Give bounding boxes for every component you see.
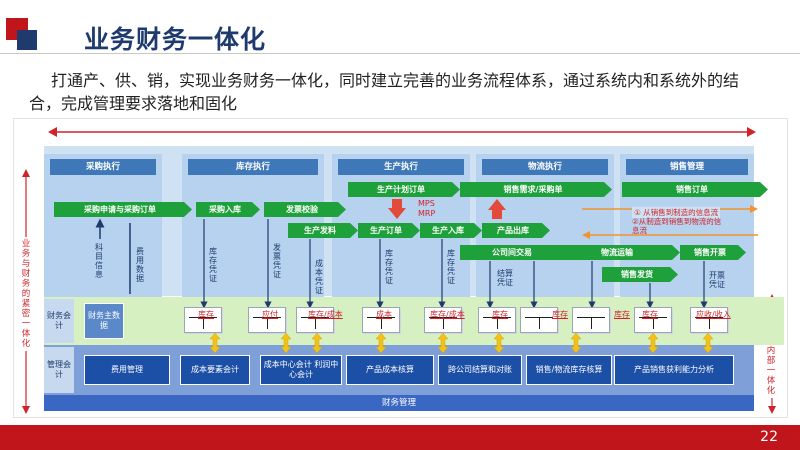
ledger-label: 库存 [614,310,630,319]
note-stock-voucher-2: 库存凭证 [385,249,393,285]
column-bg-sales [620,154,754,314]
row-label-finance-accounting: 财务会计 [44,299,74,343]
note-invoice-voucher: 发票凭证 [273,243,281,279]
note-subject-info: 科目信息 [94,243,104,279]
arrow-down-icon [388,199,406,219]
ledger-label: 库存 [198,310,214,319]
flow-logistics: 物流运输 [560,245,680,260]
info-flow-arrow-left [582,231,758,239]
note-cost-voucher: 成本凭证 [315,259,323,295]
ledger-doc [296,307,334,333]
footer-bar [0,425,800,450]
mps-label: MPS [418,199,435,208]
ledger-doc [478,307,516,333]
column-header-purchase: 采购执行 [50,159,156,175]
flow-production-plan: 生产计划订单 [348,182,460,197]
ledger-doc [572,307,610,333]
row-label-management-accounting: 管理会计 [44,347,74,393]
ledger-doc [248,307,286,333]
ledger-doc [424,307,462,333]
column-header-production: 生产执行 [338,159,464,175]
decor-square-navy [17,30,37,50]
ledger-label: 成本 [376,310,392,319]
mgmt-box-expense: 费用管理 [84,355,170,385]
page-title: 业务财务一体化 [84,25,267,54]
finance-management-bar: 财务管理 [44,395,754,411]
mgmt-box-sales-logistics: 销售/物流库存核算 [526,355,612,385]
flow-purchase-request: 采购申请与采购订单 [54,202,192,217]
column-header-inventory: 库存执行 [188,159,318,175]
left-side-label: 业务与财务的紧密一体化 [15,237,37,351]
mgmt-box-profitability: 产品销售获利能力分析 [614,355,734,385]
ledger-label: 库存 [552,310,568,319]
ledger-label: 库存 [492,310,508,319]
flow-sales-invoice: 销售开票 [680,245,746,260]
mgmt-box-intercompany: 跨公司结算和对账 [438,355,522,385]
flow-production-issue: 生产发料 [288,223,358,238]
arrow-up-icon [488,199,506,219]
note-stock-voucher-1: 库存凭证 [209,247,217,283]
note-settle-voucher: 结算凭证 [497,269,513,287]
flow-production-inbound: 生产入库 [420,223,482,238]
note-expense-data: 费用数据 [136,247,144,283]
ledger-label: 库存 [642,310,658,319]
ledger-doc [634,307,672,333]
flow-invoice-check: 发票校验 [264,202,346,217]
mgmt-box-product-costing: 产品成本核算 [346,355,434,385]
mgmt-box-cost-element: 成本要素会计 [180,355,250,385]
ledger-label: 库存/成本 [308,310,343,319]
column-bg-purchase [44,154,162,314]
info-flow-1: ① 从销售到制造的信息流 [632,207,721,218]
column-header-sales: 销售管理 [626,159,748,175]
intro-paragraph: 打通产、供、销，实现业务财务一体化，同时建立完善的业务流程体系，通过系统内和系统… [29,71,740,113]
note-invoice-voucher-2: 开票凭证 [709,271,725,289]
connector-arrows [95,218,708,309]
flow-production-order: 生产订单 [358,223,420,238]
mgmt-box-cost-profit-center: 成本中心会计 利润中心会计 [260,355,342,385]
ledger-label: 库存/成本 [430,310,465,319]
ledger-doc [520,307,558,333]
mrp-label: MRP [418,209,436,218]
note-stock-voucher-3: 库存凭证 [447,249,455,285]
flow-sales-demand: 销售需求/采购单 [460,182,612,197]
ledger-doc [690,307,728,333]
flow-purchase-inbound: 采购入库 [196,202,260,217]
flow-sales-order: 销售订单 [622,182,768,197]
column-header-logistics: 物流执行 [482,159,608,175]
info-flow-2: ②从制造到销售到物流的信息流 [632,217,722,235]
ledger-label: 应收/收入 [696,310,731,319]
page-number: 22 [760,429,778,445]
ledger-label: 应付 [262,310,278,319]
ledger-link-arrows [209,332,714,354]
scope-arrow [48,127,756,137]
title-divider [0,53,800,54]
integration-diagram: 业务与财务的紧密一体化 财务内部一体化 采购执行 库存执行 生产执行 物流执行 … [13,118,788,418]
flow-intercompany: 公司间交易 [460,245,570,260]
flow-sales-shipping: 销售发货 [602,267,678,282]
finance-master-box: 财务主数据 [84,303,124,339]
ledger-doc [184,307,222,333]
flow-product-outbound: 产品出库 [482,223,550,238]
ledger-doc [362,307,400,333]
